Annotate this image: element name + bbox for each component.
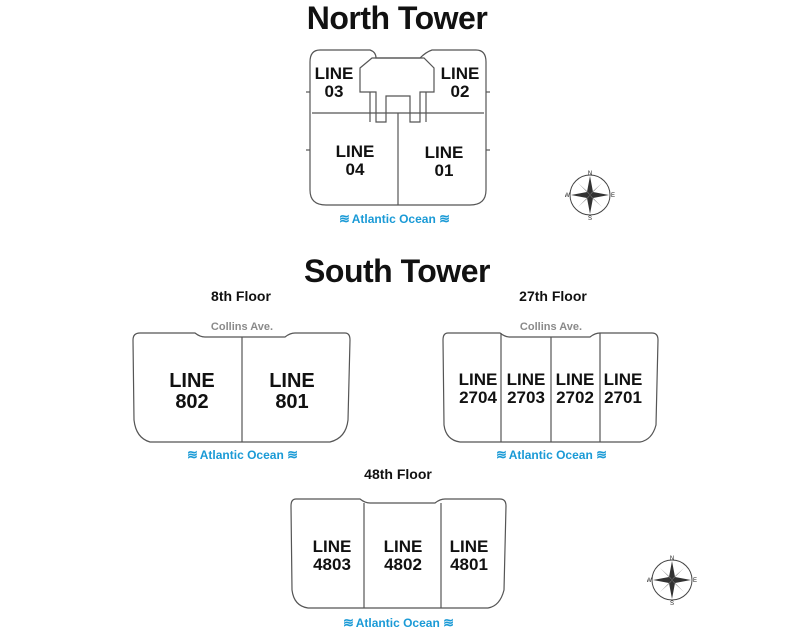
- floor8-label: 8th Floor: [211, 288, 271, 304]
- unit-line-label: LINE: [440, 64, 480, 83]
- unit-line-4802: LINE 4802: [373, 538, 433, 574]
- unit-number: 02: [450, 81, 470, 101]
- unit-number: 2703: [507, 387, 545, 407]
- north-tower-title: North Tower: [306, 0, 488, 36]
- svg-text:N: N: [588, 171, 592, 177]
- wave-icon: ≋: [439, 211, 450, 226]
- floor27-outline: [442, 332, 659, 443]
- svg-text:E: E: [611, 193, 615, 199]
- unit-line-2701: LINE 2701: [593, 371, 653, 407]
- unit-line-4801: LINE 4801: [439, 538, 499, 574]
- svg-text:S: S: [588, 216, 592, 220]
- unit-line-label: LINE: [314, 64, 354, 83]
- floor8-outline: [132, 332, 351, 443]
- south-tower-title: South Tower: [304, 253, 490, 289]
- unit-line-label: LINE: [169, 370, 215, 392]
- unit-number: 4801: [450, 554, 488, 574]
- floor8-street-label: Collins Ave.: [210, 321, 274, 333]
- unit-line-label: LINE: [449, 537, 489, 556]
- floor48-label: 48th Floor: [364, 466, 432, 482]
- unit-line-label: LINE: [506, 370, 546, 389]
- floor27-label: 27th Floor: [519, 288, 587, 304]
- wave-icon: ≋: [186, 447, 198, 462]
- unit-line-801: LINE 801: [242, 371, 342, 413]
- unit-line-01: LINE 01: [414, 144, 474, 180]
- wave-icon: ≋: [342, 615, 354, 630]
- north-tower-core: [359, 57, 435, 123]
- north-tower-ocean-label: ≋ Atlantic Ocean ≋: [338, 211, 450, 226]
- floor48-outline: [290, 498, 507, 609]
- floor27-ocean-label: ≋ Atlantic Ocean ≋: [495, 447, 607, 462]
- svg-text:W: W: [565, 193, 570, 199]
- unit-number: 01: [434, 160, 454, 180]
- floor27-street-label: Collins Ave.: [519, 321, 583, 333]
- unit-line-label: LINE: [312, 537, 352, 556]
- wave-icon: ≋: [287, 447, 298, 462]
- compass-icon: N S E W: [647, 556, 697, 605]
- wave-icon: ≋: [596, 447, 607, 462]
- unit-number: 2704: [459, 387, 497, 407]
- svg-text:E: E: [693, 578, 697, 584]
- unit-number: 03: [324, 81, 344, 101]
- floor8-ocean-label: ≋ Atlantic Ocean ≋: [186, 447, 298, 462]
- svg-text:S: S: [670, 601, 674, 605]
- wave-icon: ≋: [495, 447, 507, 462]
- unit-number: 801: [275, 391, 309, 413]
- unit-line-03: LINE 03: [304, 65, 364, 101]
- svg-text:W: W: [647, 578, 652, 584]
- unit-number: 2701: [604, 387, 642, 407]
- unit-line-label: LINE: [555, 370, 595, 389]
- unit-line-label: LINE: [603, 370, 643, 389]
- unit-line-label: LINE: [458, 370, 498, 389]
- wave-icon: ≋: [443, 615, 454, 630]
- unit-line-802: LINE 802: [142, 371, 242, 413]
- wave-icon: ≋: [338, 211, 350, 226]
- unit-number: 802: [175, 391, 209, 413]
- unit-line-4803: LINE 4803: [302, 538, 362, 574]
- unit-line-2704: LINE 2704: [448, 371, 508, 407]
- unit-line-2702: LINE 2702: [545, 371, 605, 407]
- svg-text:N: N: [670, 556, 674, 562]
- unit-line-04: LINE 04: [325, 143, 385, 179]
- unit-number: 2702: [556, 387, 594, 407]
- unit-line-02: LINE 02: [430, 65, 490, 101]
- unit-line-label: LINE: [335, 142, 375, 161]
- unit-number: 04: [345, 159, 365, 179]
- unit-line-label: LINE: [424, 143, 464, 162]
- unit-line-2703: LINE 2703: [496, 371, 556, 407]
- floor48-ocean-label: ≋ Atlantic Ocean ≋: [342, 615, 454, 630]
- unit-line-label: LINE: [383, 537, 423, 556]
- unit-number: 4803: [313, 554, 351, 574]
- unit-line-label: LINE: [269, 370, 315, 392]
- unit-number: 4802: [384, 554, 422, 574]
- compass-icon: N S E W: [565, 171, 615, 220]
